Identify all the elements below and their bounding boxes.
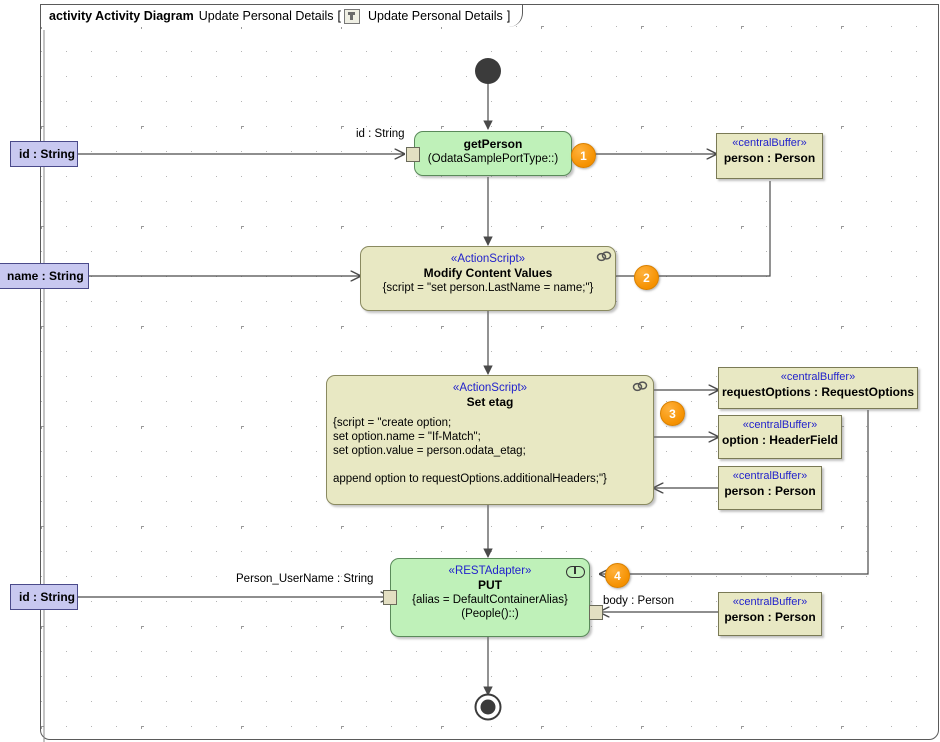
action-node-put[interactable]: «RESTAdapter» PUT {alias = DefaultContai… (390, 558, 590, 637)
input-pin-get-person[interactable] (406, 147, 420, 162)
frame-inner-name: Update Personal Details (368, 9, 503, 23)
buffer-stereotype: «centralBuffer» (732, 470, 808, 482)
diagram-frame-title: activity Activity Diagram Update Persona… (40, 4, 524, 27)
script-line: set option.value = person.odata_etag; (333, 445, 526, 457)
central-buffer-person-mid[interactable]: «centralBuffer» person : Person (718, 466, 822, 510)
buffer-label: person : Person (724, 484, 816, 498)
parameter-label: id : String (19, 147, 75, 161)
action-stereotype: «RESTAdapter» (448, 565, 532, 577)
input-pin-put-username[interactable] (383, 590, 397, 605)
script-line: set option.name = "If-Match"; (333, 431, 481, 443)
action-name: Set etag (466, 395, 514, 409)
buffer-label: person : Person (724, 610, 816, 624)
interface-oval-icon (566, 566, 585, 578)
script-links-icon (632, 381, 648, 392)
action-node-get-person[interactable]: getPerson (OdataSamplePortType::) (414, 131, 572, 176)
action-name: PUT (478, 578, 502, 592)
frame-keyword: activity Activity Diagram (49, 9, 194, 23)
action-body: {script = "set person.LastName = name;"} (382, 282, 594, 294)
activity-final-node[interactable] (465, 692, 511, 738)
edge-label-id-string: id : String (356, 128, 405, 140)
action-body: {script = "create option; set option.nam… (327, 410, 653, 486)
badge-modify-content-values[interactable]: 2 (634, 265, 659, 290)
buffer-stereotype: «centralBuffer» (732, 596, 808, 608)
buffer-label: option : HeaderField (721, 433, 838, 447)
buffer-stereotype: «centralBuffer» (780, 371, 856, 383)
frame-bracket-open: [ (337, 9, 342, 23)
parameter-label: id : String (19, 590, 75, 604)
frame-bracket-close: ] (506, 9, 511, 23)
badge-put[interactable]: 4 (605, 563, 630, 588)
initial-node[interactable] (458, 58, 518, 98)
central-buffer-person-bottom[interactable]: «centralBuffer» person : Person (718, 592, 822, 636)
buffer-stereotype: «centralBuffer» (742, 419, 818, 431)
edge-label-person-username: Person_UserName : String (236, 573, 374, 585)
badge-get-person[interactable]: 1 (571, 143, 596, 168)
input-pin-put-body[interactable] (589, 605, 603, 620)
script-links-icon (596, 251, 612, 262)
script-line (333, 458, 653, 472)
buffer-label: person : Person (723, 151, 816, 165)
action-node-modify-content-values[interactable]: «ActionScript» Modify Content Values {sc… (360, 246, 616, 311)
action-stereotype: «ActionScript» (450, 253, 526, 265)
central-buffer-request-options[interactable]: «centralBuffer» requestOptions : Request… (718, 367, 918, 409)
buffer-stereotype: «centralBuffer» (732, 137, 807, 149)
parameter-node-name[interactable]: name : String (0, 263, 89, 289)
action-node-set-etag[interactable]: «ActionScript» Set etag {script = "creat… (326, 375, 654, 505)
action-name: getPerson (463, 137, 523, 151)
action-stereotype: «ActionScript» (452, 382, 528, 394)
script-line: append option to requestOptions.addition… (333, 473, 607, 485)
badge-set-etag[interactable]: 3 (660, 401, 685, 426)
script-line: {script = "create option; (333, 417, 452, 429)
parameter-node-id-top[interactable]: id : String (10, 141, 78, 167)
central-buffer-option[interactable]: «centralBuffer» option : HeaderField (718, 415, 842, 459)
action-body-line1: {alias = DefaultContainerAlias} (412, 594, 568, 606)
action-body-line2: (People()::) (461, 608, 519, 620)
central-buffer-person-top[interactable]: «centralBuffer» person : Person (716, 133, 823, 179)
action-body: (OdataSamplePortType::) (427, 153, 559, 165)
edge-label-body-person: body : Person (603, 595, 674, 607)
buffer-label: requestOptions : RequestOptions (721, 385, 914, 399)
action-name: Modify Content Values (423, 266, 553, 280)
frame-name: Update Personal Details (198, 9, 334, 23)
activity-diagram-icon (344, 8, 361, 24)
parameter-node-id-bottom[interactable]: id : String (10, 584, 78, 610)
parameter-label: name : String (7, 269, 84, 283)
